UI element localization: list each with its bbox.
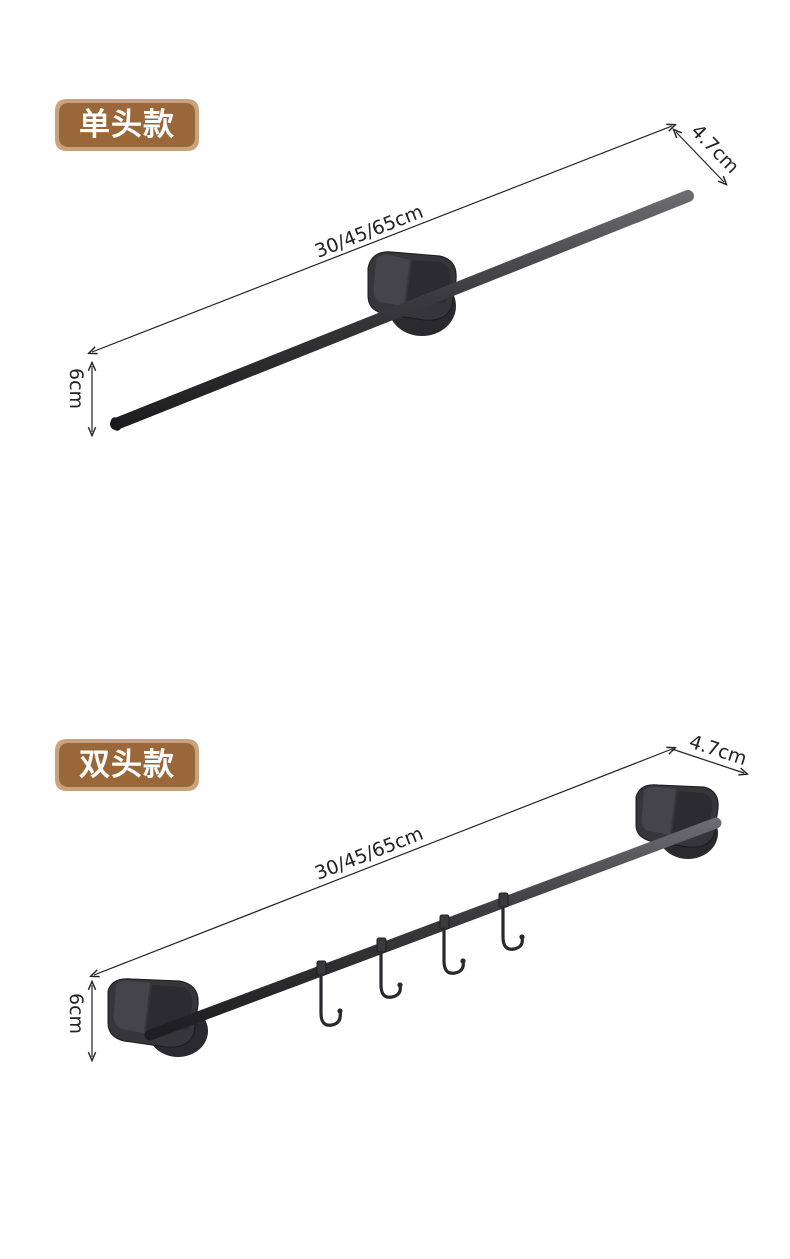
depth-dimension-label: 4.7cm	[686, 120, 743, 178]
length-dimension-line	[94, 749, 672, 975]
depth-dimension-line	[676, 132, 724, 182]
rod	[144, 817, 722, 1041]
hooks	[316, 892, 525, 1027]
length-dimension-line	[92, 126, 672, 352]
rod	[110, 190, 694, 431]
hook-2	[376, 937, 403, 999]
height-dimension-label: 6cm	[65, 368, 87, 409]
double-head-rod-diagram: 30/45/65cm 4.7cm 6cm	[65, 735, 750, 1075]
hook-1	[316, 960, 343, 1027]
hook-3	[439, 914, 466, 975]
depth-dimension-line	[671, 748, 744, 773]
single-head-rod-diagram: 30/45/65cm 4.7cm 6cm	[65, 120, 743, 450]
length-dimension-label: 30/45/65cm	[312, 823, 426, 885]
height-dimension-label: 6cm	[65, 993, 87, 1034]
hook-4	[498, 892, 525, 951]
